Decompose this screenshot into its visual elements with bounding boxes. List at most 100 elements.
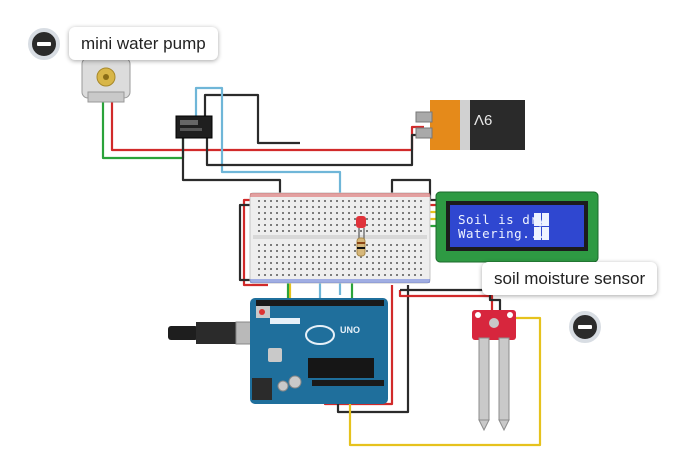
breadboard-hole	[342, 250, 344, 252]
breadboard-hole	[306, 218, 308, 220]
breadboard-hole	[396, 244, 398, 246]
breadboard-hole	[408, 212, 410, 214]
breadboard-hole	[342, 256, 344, 258]
breadboard-hole	[312, 274, 314, 276]
breadboard-hole	[354, 224, 356, 226]
breadboard-hole	[276, 268, 278, 270]
breadboard-hole	[306, 224, 308, 226]
breadboard-hole	[348, 250, 350, 252]
breadboard-hole	[282, 200, 284, 202]
breadboard-hole	[378, 262, 380, 264]
breadboard-hole	[390, 218, 392, 220]
breadboard-hole	[258, 268, 260, 270]
lcd-display[interactable]	[435, 191, 599, 263]
breadboard-hole	[366, 262, 368, 264]
battery-9v[interactable]	[415, 100, 525, 150]
resistor[interactable]	[356, 237, 366, 257]
breadboard-hole	[300, 256, 302, 258]
breadboard[interactable]	[249, 192, 431, 284]
wire-lcd-black	[390, 178, 438, 202]
breadboard-hole	[390, 262, 392, 264]
breadboard-hole	[258, 262, 260, 264]
breadboard-hole	[300, 230, 302, 232]
breadboard-hole	[270, 212, 272, 214]
breadboard-hole	[342, 230, 344, 232]
breadboard-hole	[282, 224, 284, 226]
breadboard-hole	[258, 256, 260, 258]
breadboard-hole	[390, 256, 392, 258]
breadboard-hole	[318, 256, 320, 258]
breadboard-hole	[336, 230, 338, 232]
breadboard-hole	[348, 218, 350, 220]
breadboard-hole	[408, 274, 410, 276]
breadboard-hole	[402, 218, 404, 220]
breadboard-hole	[294, 262, 296, 264]
arduino-uno[interactable]	[168, 298, 388, 404]
breadboard-hole	[282, 262, 284, 264]
breadboard-hole	[306, 250, 308, 252]
water-pump[interactable]	[81, 57, 131, 103]
breadboard-hole	[390, 206, 392, 208]
breadboard-hole	[420, 256, 422, 258]
breadboard-hole	[312, 256, 314, 258]
breadboard-hole	[258, 230, 260, 232]
breadboard-hole	[336, 262, 338, 264]
breadboard-hole	[282, 274, 284, 276]
breadboard-hole	[264, 250, 266, 252]
breadboard-hole	[288, 212, 290, 214]
breadboard-hole	[408, 224, 410, 226]
breadboard-hole	[312, 244, 314, 246]
breadboard-hole	[294, 256, 296, 258]
breadboard-hole	[396, 268, 398, 270]
breadboard-hole	[384, 256, 386, 258]
relay-module[interactable]	[175, 115, 213, 139]
breadboard-hole	[402, 250, 404, 252]
breadboard-hole	[366, 268, 368, 270]
breadboard-hole	[408, 256, 410, 258]
collapse-pump-callout-icon[interactable]	[28, 28, 60, 60]
breadboard-hole	[354, 274, 356, 276]
breadboard-hole	[366, 244, 368, 246]
breadboard-hole	[330, 262, 332, 264]
soil-moisture-sensor[interactable]	[472, 310, 516, 432]
breadboard-hole	[306, 274, 308, 276]
breadboard-hole	[348, 230, 350, 232]
breadboard-hole	[270, 274, 272, 276]
breadboard-hole	[402, 224, 404, 226]
breadboard-hole	[270, 224, 272, 226]
arduino-label: UNO	[340, 325, 360, 335]
breadboard-hole	[324, 206, 326, 208]
breadboard-hole	[384, 200, 386, 202]
breadboard-hole	[300, 274, 302, 276]
breadboard-hole	[294, 274, 296, 276]
breadboard-hole	[414, 224, 416, 226]
breadboard-hole	[336, 200, 338, 202]
lcd-line-2: Watering...	[458, 226, 547, 241]
breadboard-hole	[384, 274, 386, 276]
breadboard-hole	[414, 218, 416, 220]
breadboard-hole	[330, 200, 332, 202]
breadboard-hole	[384, 212, 386, 214]
breadboard-hole	[312, 212, 314, 214]
breadboard-hole	[294, 244, 296, 246]
breadboard-hole	[300, 224, 302, 226]
breadboard-hole	[402, 230, 404, 232]
collapse-sensor-callout-icon[interactable]	[569, 311, 601, 343]
breadboard-hole	[366, 206, 368, 208]
breadboard-hole	[294, 250, 296, 252]
breadboard-hole	[300, 262, 302, 264]
breadboard-hole	[420, 212, 422, 214]
breadboard-hole	[312, 206, 314, 208]
breadboard-hole	[378, 256, 380, 258]
breadboard-hole	[264, 206, 266, 208]
breadboard-hole	[330, 230, 332, 232]
breadboard-hole	[402, 244, 404, 246]
breadboard-hole	[306, 230, 308, 232]
breadboard-hole	[384, 206, 386, 208]
breadboard-hole	[282, 230, 284, 232]
breadboard-hole	[276, 244, 278, 246]
breadboard-hole	[348, 244, 350, 246]
lcd-line-1: Soil is dry	[458, 212, 547, 227]
breadboard-hole	[324, 274, 326, 276]
